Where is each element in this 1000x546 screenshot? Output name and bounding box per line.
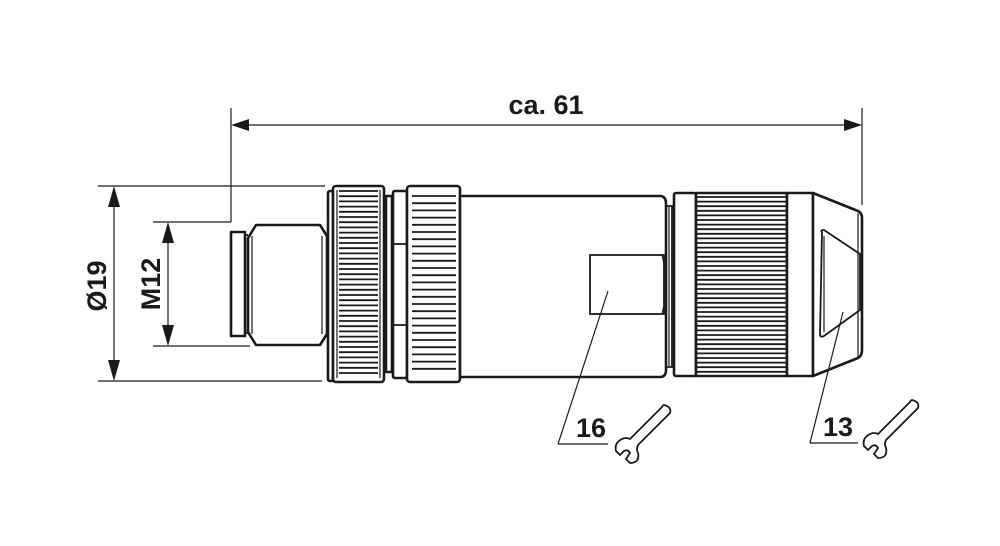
wrench-size-label: 13 xyxy=(823,412,853,442)
arrow-up-icon xyxy=(108,186,120,207)
collar-ring xyxy=(384,194,394,374)
wrench-size-label: 16 xyxy=(576,413,606,443)
arrow-down-icon xyxy=(108,360,120,381)
wrench-callout-16: 16 xyxy=(557,290,672,464)
thread-label: M12 xyxy=(136,258,166,311)
arrow-left-icon xyxy=(231,119,249,131)
overall-length-label: ca. 61 xyxy=(508,90,583,120)
arrow-up-icon xyxy=(162,222,174,243)
collar-ring-wide xyxy=(391,189,409,380)
coupling-nut-front xyxy=(326,184,386,384)
coupling-nut-rear xyxy=(405,184,462,384)
arrow-right-icon xyxy=(844,119,862,131)
main-body-cylinder xyxy=(458,194,668,379)
flat-curve xyxy=(661,254,667,315)
gland-nut-knurled xyxy=(694,191,789,378)
diameter-label: Ø19 xyxy=(82,260,112,311)
wrench-icon xyxy=(614,404,672,464)
wrench-callout-13: 13 xyxy=(809,311,920,459)
thread-sleeve xyxy=(246,223,329,347)
leader-line xyxy=(809,311,844,444)
gland-collar xyxy=(672,191,698,378)
connector-body xyxy=(229,184,864,384)
arrow-down-icon xyxy=(162,325,174,346)
wrench-flat-16 xyxy=(589,254,665,315)
neck-ring xyxy=(666,205,673,368)
front-seal-ring xyxy=(229,230,247,338)
wrench-icon xyxy=(862,399,920,459)
gland-cap-13 xyxy=(811,191,864,378)
gland-cap-flat xyxy=(819,229,861,338)
diameter-dimension: Ø19 xyxy=(82,185,325,382)
overall-length-dimension: ca. 61 xyxy=(230,90,863,222)
gland-band xyxy=(785,191,815,378)
thread-dimension: M12 xyxy=(136,221,250,347)
leader-line xyxy=(557,290,609,445)
